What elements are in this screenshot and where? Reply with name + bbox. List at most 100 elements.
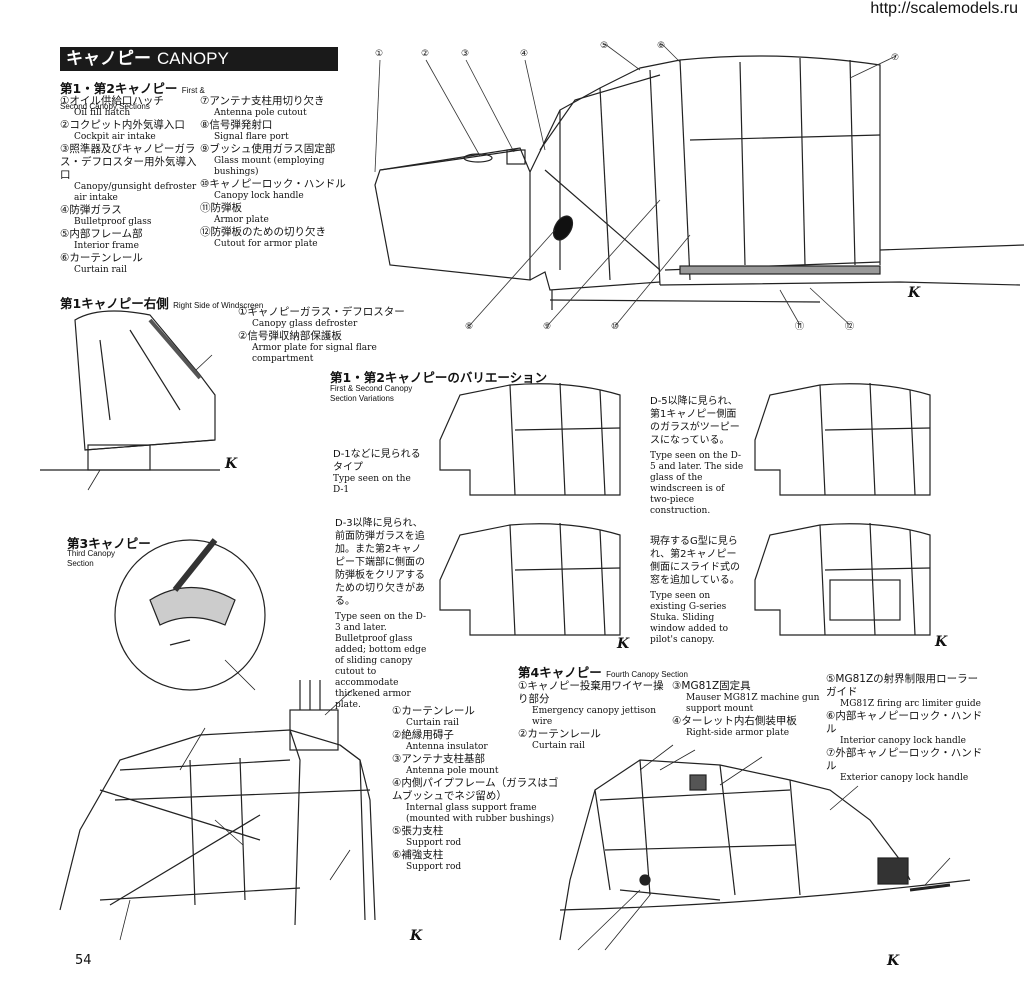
- item-jp: ③MG81Z固定具: [672, 680, 751, 692]
- variations-heading: 第1・第2キャノピーのバリエーション: [330, 370, 548, 385]
- variation-d5-en: Type seen on the D-5 and later. The side…: [650, 451, 744, 516]
- signature-variation-b: K: [934, 634, 948, 650]
- svg-text:⑦: ⑦: [891, 53, 899, 63]
- variation-d3: D-3以降に見られ、前面防弾ガラスを追加。また第2キャノピー下端部に側面の防弾板…: [335, 517, 427, 711]
- item-en: Right-side armor plate: [686, 728, 790, 738]
- item-jp: ⑤内部フレーム部: [60, 228, 143, 240]
- variation-d5-jp: D-5以降に見られ、第1キャノピー側面のガラスがツーピースになっている。: [650, 396, 740, 446]
- item-en: Bulletproof glass: [74, 217, 152, 227]
- item-en: Cockpit air intake: [74, 132, 156, 142]
- callout-bottom-2: ⑩: [611, 322, 619, 332]
- item-jp: ⑦アンテナ支柱用切り欠き: [200, 95, 325, 107]
- item-en: Support rod: [406, 862, 462, 872]
- fourth-heading: 第4キャノピー Fourth Canopy Section: [518, 665, 688, 680]
- svg-text:⑪: ⑪: [795, 321, 804, 332]
- item-en: Mauser MG81Z machine gun support mount: [686, 693, 820, 714]
- item-en: Cutout for armor plate: [214, 239, 318, 249]
- item-jp: ①オイル供給口ハッチ: [60, 95, 164, 107]
- item-jp: ⑦外部キャノピーロック・ハンドル: [826, 747, 983, 772]
- item-jp: ⑥内部キャノピーロック・ハンドル: [826, 710, 983, 735]
- variation-g-en: Type seen on existing G-series Stuka. Sl…: [650, 591, 728, 645]
- item-jp: ⑩キャノピーロック・ハンドル: [200, 178, 346, 190]
- item-en: Signal flare port: [214, 132, 289, 142]
- item-en: Antenna pole mount: [406, 766, 499, 776]
- item-en: Armor plate for signal flare compartment: [252, 343, 377, 364]
- item-en: Canopy lock handle: [214, 191, 304, 201]
- svg-text:②: ②: [421, 49, 429, 59]
- item-jp: ①カーテンレール: [392, 705, 475, 717]
- svg-text:③: ③: [461, 49, 469, 59]
- item-en: Antenna insulator: [406, 742, 488, 752]
- item-jp: ⑤張力支柱: [392, 825, 444, 837]
- item-en: Interior frame: [74, 241, 139, 251]
- item-jp: ⑥カーテンレール: [60, 252, 143, 264]
- callout-bottom-4: ⑫: [845, 321, 854, 332]
- item-en: Oil fill hatch: [74, 108, 131, 118]
- item-en: Internal glass support frame (mounted wi…: [406, 803, 555, 824]
- item-en: Curtain rail: [406, 718, 459, 728]
- main-canopy-drawing: [374, 43, 1024, 326]
- variation-g-jp: 現存するG型に見られ、第2キャノピー側面にスライド式の窓を追加している。: [650, 536, 740, 586]
- list-item: ④内側パイプフレーム（ガラスはゴムブッシュでネジ留め）Internal glas…: [392, 777, 562, 825]
- item-jp: ③照準器及びキャノピーガラス・デフロスター用外気導入口: [60, 143, 197, 181]
- variation-d5: D-5以降に見られ、第1キャノピー側面のガラスがツーピースになっている。 Typ…: [650, 395, 744, 517]
- variation-d1-en: Type seen on the D-1: [333, 474, 411, 495]
- third-inset-drawing: [114, 538, 266, 691]
- variation-d3-jp: D-3以降に見られ、前面防弾ガラスを追加。また第2キャノピー下端部に側面の防弾板…: [335, 518, 425, 607]
- svg-text:⑫: ⑫: [845, 321, 854, 332]
- item-jp: ⑥補強支柱: [392, 849, 444, 861]
- item-en: Support rod: [406, 838, 462, 848]
- item-en: Canopy/gunsight defroster air intake: [74, 182, 197, 203]
- section12-subheading: First & Second Canopy Sections: [60, 86, 205, 111]
- item-jp: ⑧信号弾発射口: [200, 119, 273, 131]
- title-en: CANOPY: [157, 49, 229, 68]
- item-en: MG81Z firing arc limiter guide: [840, 699, 981, 709]
- windscreen-heading: 第1キャノピー右側 Right Side of Windscreen: [60, 296, 264, 311]
- variation-d1: D-1などに見られるタイプ Type seen on the D-1: [333, 448, 423, 496]
- variation-d3-en: Type seen on the D-3 and later. Bulletpr…: [335, 612, 427, 710]
- item-jp: ⑫防弾板のための切り欠き: [200, 226, 326, 238]
- signature-main: K: [907, 285, 921, 301]
- item-jp: ④防弾ガラス: [60, 204, 122, 216]
- item-jp: ②絶縁用碍子: [392, 729, 454, 741]
- callout-top-5: ⑥: [657, 41, 665, 51]
- item-en: Canopy glass defroster: [252, 319, 358, 329]
- third-subheading: Third Canopy Section: [67, 549, 116, 568]
- signature-windscreen: K: [224, 456, 238, 472]
- callout-bottom-1: ⑨: [543, 322, 551, 332]
- callout-top-6: ⑦: [891, 53, 899, 63]
- item-jp: ④内側パイプフレーム（ガラスはゴムブッシュでネジ留め）: [392, 777, 559, 802]
- svg-text:①: ①: [375, 49, 383, 59]
- item-en: Exterior canopy lock handle: [840, 773, 969, 783]
- third-canopy-drawing: [59, 680, 376, 941]
- svg-text:⑥: ⑥: [657, 41, 665, 51]
- fourth-canopy-drawing: [559, 744, 971, 951]
- item-en: Curtain rail: [74, 265, 127, 275]
- third-heading: 第3キャノピー: [67, 536, 151, 551]
- item-jp: ②信号弾収納部保護板: [238, 330, 342, 342]
- callout-top-0: ①: [375, 49, 383, 59]
